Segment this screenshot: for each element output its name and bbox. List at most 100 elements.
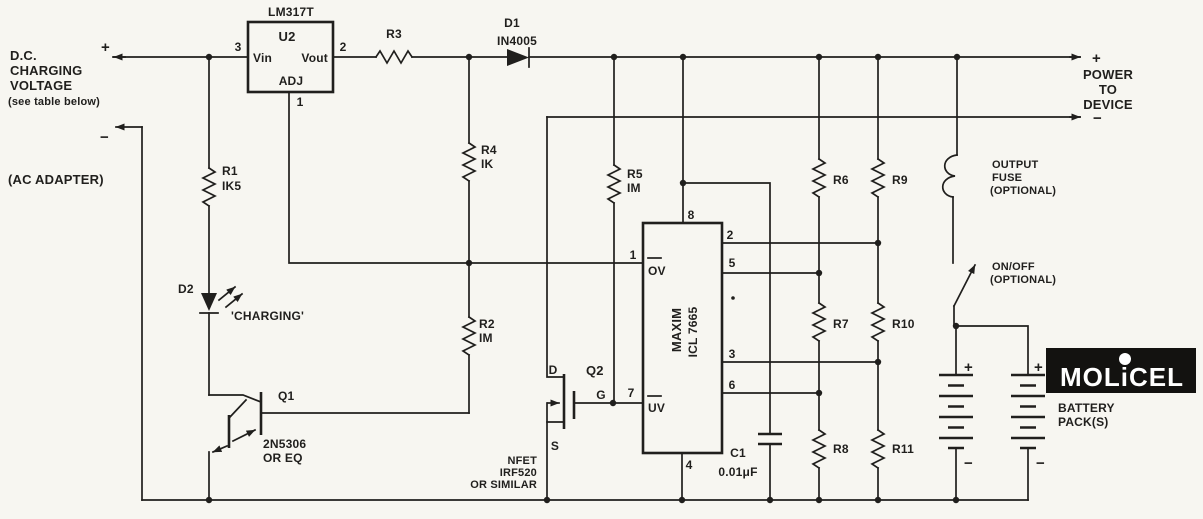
battery1-minus: − bbox=[964, 455, 973, 472]
resistor-chain-r9-r10-r11: R9 R10 R11 bbox=[870, 56, 915, 501]
lm317-vin-label: Vin bbox=[253, 51, 272, 65]
r5-value: IM bbox=[627, 181, 641, 195]
adj-wire bbox=[288, 91, 644, 264]
lm317-body bbox=[246, 20, 335, 94]
junction-dot bbox=[874, 239, 882, 247]
dc-input-labels: + − D.C. CHARGING VOLTAGE (see table bel… bbox=[8, 39, 110, 187]
ic-pin1-num: 1 bbox=[630, 248, 637, 262]
switch-arm bbox=[952, 263, 977, 308]
r4-value: IK bbox=[481, 157, 494, 171]
junction-dot bbox=[953, 53, 961, 61]
r1-value: IK5 bbox=[222, 179, 241, 193]
q2-s-label: S bbox=[551, 439, 559, 453]
transistor-q2-nfet: D G S Q2 NFET IRF520 OR SIMILAR bbox=[470, 116, 644, 501]
output-label-line2: TO bbox=[1099, 82, 1117, 97]
lm317-part-label: LM317T bbox=[268, 5, 314, 19]
ic-pin6-num: 6 bbox=[729, 378, 736, 392]
regulator-lm317: LM317T U2 Vin Vout ADJ 3 2 1 bbox=[235, 5, 644, 264]
ac-adapter-negative bbox=[115, 123, 143, 501]
diode-d1: D1 IN4005 bbox=[497, 16, 537, 68]
r2-label: R2 bbox=[479, 317, 495, 331]
d1-label: D1 bbox=[504, 16, 520, 30]
r1-label: R1 bbox=[222, 164, 238, 178]
fuse-note-line1: OUTPUT bbox=[992, 159, 1039, 171]
ic-pin3-num: 3 bbox=[729, 347, 736, 361]
q1-label: Q1 bbox=[278, 389, 295, 403]
junction-dot bbox=[952, 322, 960, 330]
junction-dot bbox=[465, 259, 473, 267]
d2-label: D2 bbox=[178, 282, 194, 296]
r2-value: IM bbox=[479, 331, 493, 345]
wire bbox=[955, 325, 1029, 376]
r4-zigzag bbox=[461, 141, 477, 183]
junction-dot bbox=[874, 358, 882, 366]
dc-label-line4: (see table below) bbox=[8, 96, 100, 108]
junction-dot bbox=[874, 53, 882, 61]
molicel-i-dot bbox=[1119, 353, 1131, 365]
output-minus-sign: − bbox=[1093, 110, 1102, 127]
d2-triangle bbox=[201, 293, 217, 311]
led-d2: D2 'CHARGING' bbox=[178, 282, 304, 396]
q1-emitter-arrow-inner bbox=[231, 428, 257, 443]
ac-adapter-label: (AC ADAPTER) bbox=[8, 172, 104, 187]
lm317-pin2: 2 bbox=[340, 40, 347, 54]
r11-label: R11 bbox=[892, 442, 914, 456]
output-label-line1: POWER bbox=[1083, 67, 1134, 82]
q2-type-label: NFET bbox=[507, 455, 537, 467]
dc-label-line3: VOLTAGE bbox=[10, 78, 72, 93]
junction-dot bbox=[678, 496, 686, 504]
battery-pack-1: + − bbox=[939, 325, 973, 501]
r3-label: R3 bbox=[386, 27, 402, 41]
resistor-chain-r6-r7-r8: R6 R7 R8 bbox=[811, 56, 849, 501]
q2-part-label: IRF520 bbox=[500, 467, 537, 479]
r5-zigzag bbox=[606, 163, 622, 205]
q1-alt-label: OR EQ bbox=[263, 451, 303, 465]
switch-note-line2: (OPTIONAL) bbox=[990, 274, 1056, 286]
junction-dot bbox=[610, 53, 618, 61]
r3-zigzag bbox=[374, 49, 414, 65]
battery2-plates bbox=[1011, 373, 1045, 450]
q1-base-wire bbox=[208, 394, 263, 404]
q1-part-label: 2N5306 bbox=[263, 437, 306, 451]
ic-pin8-num: 8 bbox=[688, 208, 695, 222]
battery-label-line2: PACK(S) bbox=[1058, 415, 1109, 429]
input-minus-sign: − bbox=[100, 129, 109, 146]
junction-dot bbox=[205, 53, 213, 61]
q2-label: Q2 bbox=[586, 363, 604, 378]
battery-label-line1: BATTERY bbox=[1058, 401, 1115, 415]
junction-dot bbox=[815, 496, 823, 504]
q2-d-label: D bbox=[549, 363, 558, 377]
junction-dot bbox=[609, 399, 617, 407]
fuse-squiggle bbox=[941, 154, 958, 198]
r8-zigzag bbox=[811, 428, 827, 470]
ic-icl7665: 1 7 8 4 2 5 3 6 OV UV MAXIM ICL 7665 bbox=[628, 56, 879, 501]
junction-dot bbox=[874, 496, 882, 504]
ic-ov-label: OV bbox=[648, 264, 666, 278]
lm317-vout-label: Vout bbox=[301, 51, 328, 65]
molicel-logo: MOLiCEL BATTERY PACK(S) bbox=[1046, 348, 1196, 429]
lm317-ref-label: U2 bbox=[278, 29, 295, 44]
ic-part-label: ICL 7665 bbox=[686, 307, 700, 358]
r9-label: R9 bbox=[892, 173, 908, 187]
d2-charging-note: 'CHARGING' bbox=[231, 309, 304, 323]
ic-pin7-num: 7 bbox=[628, 386, 635, 400]
junction-dot bbox=[815, 53, 823, 61]
r1-zigzag bbox=[201, 166, 217, 208]
power-output-labels: + POWER TO DEVICE − bbox=[1083, 50, 1134, 127]
battery2-minus: − bbox=[1036, 455, 1045, 472]
c1-value: 0.01μF bbox=[718, 465, 757, 479]
q1-inner-link bbox=[228, 398, 248, 419]
resistor-r3: R3 bbox=[374, 27, 414, 65]
onoff-switch: ON/OFF (OPTIONAL) bbox=[952, 261, 1056, 327]
r9-zigzag bbox=[870, 157, 886, 199]
r7-zigzag bbox=[811, 301, 827, 343]
ic-brand-label: MAXIM bbox=[669, 308, 684, 352]
junction-dot bbox=[679, 179, 687, 187]
q1-emitter-arrow bbox=[211, 444, 229, 454]
output-label-line3: DEVICE bbox=[1083, 97, 1133, 112]
junction-dot bbox=[465, 53, 473, 61]
r7-label: R7 bbox=[833, 317, 849, 331]
ic-pin5-num: 5 bbox=[729, 256, 736, 270]
output-fuse: OUTPUT FUSE (OPTIONAL) bbox=[941, 56, 1056, 264]
